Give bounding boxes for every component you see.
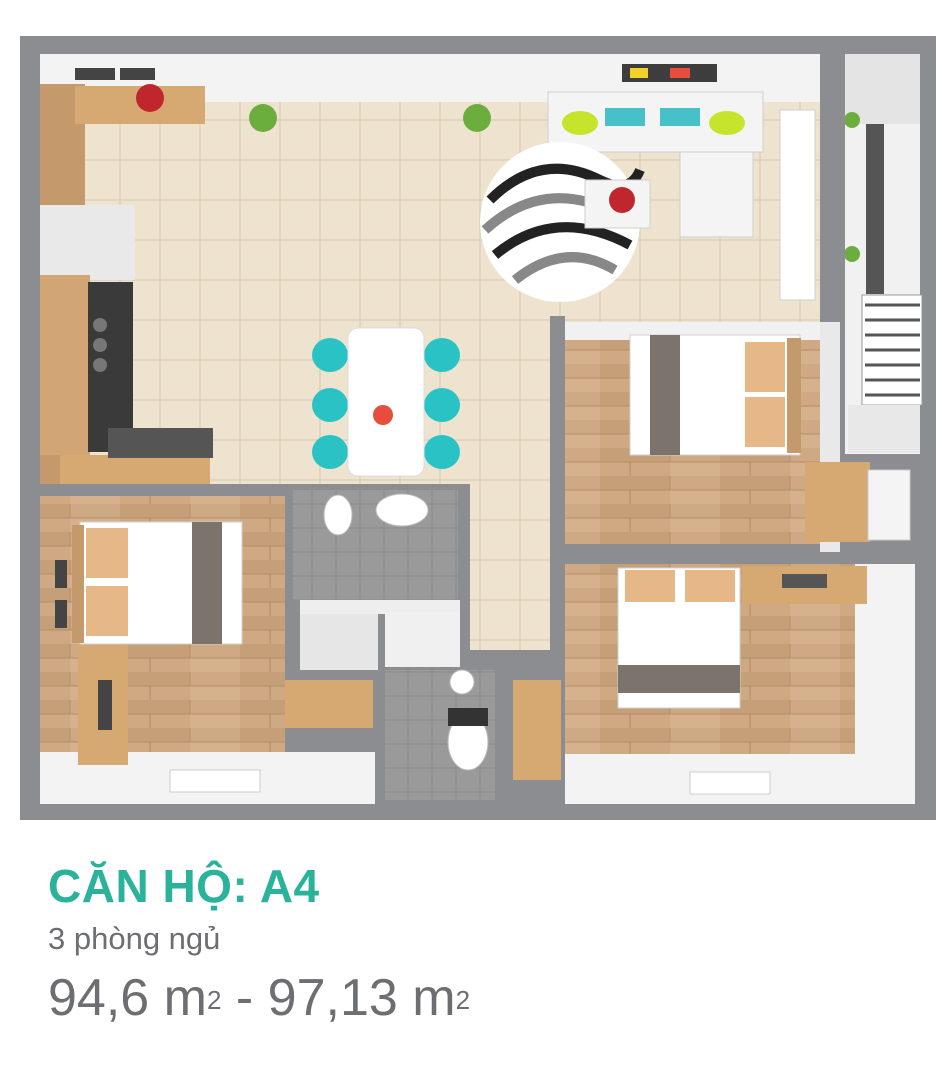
sofa-icon [547, 91, 764, 238]
area-min-unit-sup: 2 [206, 985, 222, 1015]
bed-icon [72, 521, 243, 645]
bed-icon [617, 567, 741, 709]
area-min: 94,6 m [48, 969, 207, 1027]
desk-icon [78, 645, 128, 765]
bathroom-1-floor [293, 490, 458, 600]
bed-icon [629, 334, 801, 456]
bedroom-count: 3 phòng ngủ [48, 921, 221, 956]
unit-title: CĂN HỘ: A4 [48, 860, 320, 912]
floor-plan [20, 36, 936, 820]
toilet-icon [447, 669, 489, 771]
area-max: 97,13 m [267, 969, 456, 1027]
plant-icon [249, 104, 860, 262]
area-range: 94,6 m2 - 97,13 m2 [48, 968, 470, 1028]
desk-icon [742, 566, 867, 604]
rug-icon [480, 142, 651, 302]
dining-table-icon [312, 327, 460, 477]
stairs-icon [861, 294, 923, 406]
kitchen-counter-icon [40, 84, 213, 485]
area-separator: - [221, 969, 268, 1027]
area-max-unit-sup: 2 [455, 985, 471, 1015]
unit-caption: CĂN HỘ: A4 3 phòng ngủ 94,6 m2 - 97,13 m… [48, 858, 470, 1028]
toilet-icon [323, 493, 429, 536]
